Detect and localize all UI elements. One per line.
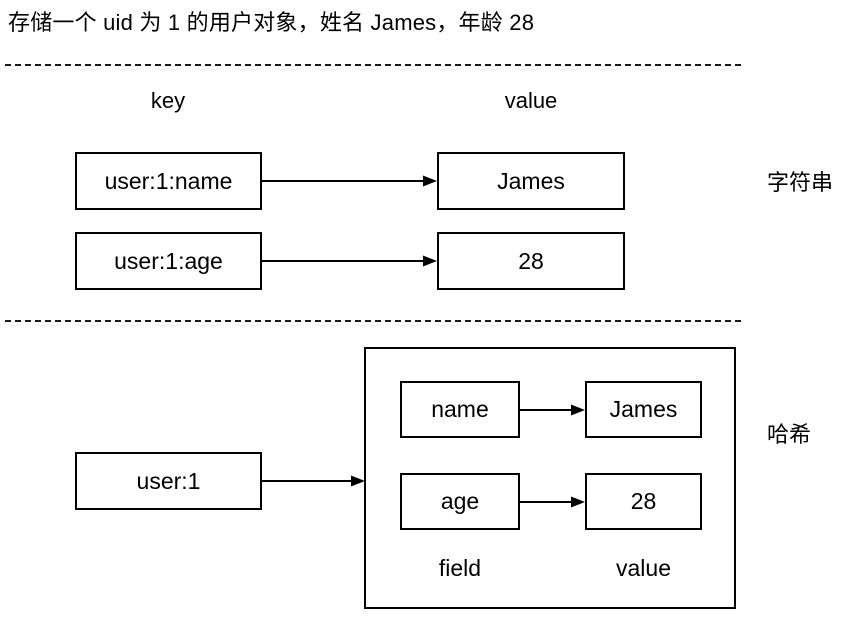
column-header-value: value — [504, 88, 558, 113]
hash-field-box-name[interactable]: name — [400, 381, 520, 438]
inner-header-field: field — [438, 555, 482, 581]
inner-header-value: value — [616, 555, 671, 581]
hash-field-label-name: name — [431, 396, 489, 422]
arrow-hash-age — [520, 496, 585, 508]
section-divider-top — [5, 64, 741, 66]
string-value-box-age[interactable]: 28 — [437, 232, 625, 290]
arrow-hash-key — [262, 475, 365, 487]
section-divider-bottom — [5, 320, 741, 322]
hash-value-box-name[interactable]: James — [585, 381, 702, 438]
hash-key-label: user:1 — [136, 467, 201, 494]
string-key-box-age[interactable]: user:1:age — [75, 232, 262, 290]
hash-value-label-age: 28 — [630, 488, 657, 514]
string-value-box-name[interactable]: James — [437, 152, 625, 210]
string-key-box-name[interactable]: user:1:name — [75, 152, 262, 210]
arrow-string-age — [262, 255, 437, 267]
type-label-string: 字符串 — [767, 170, 834, 195]
type-label-hash: 哈希 — [767, 422, 812, 447]
hash-field-box-age[interactable]: age — [400, 473, 520, 530]
hash-value-label-name: James — [609, 396, 678, 422]
arrow-string-name — [262, 175, 437, 187]
string-key-label-age: user:1:age — [114, 247, 223, 274]
hash-field-label-age: age — [440, 488, 480, 514]
hash-value-box-age[interactable]: 28 — [585, 473, 702, 530]
diagram-title: 存储一个 uid 为 1 的用户对象，姓名 James，年龄 28 — [8, 10, 535, 35]
arrow-hash-name — [520, 404, 585, 416]
string-value-label-name: James — [497, 167, 565, 194]
hash-key-box[interactable]: user:1 — [75, 452, 262, 510]
string-key-label-name: user:1:name — [104, 167, 233, 194]
column-header-key: key — [150, 88, 186, 113]
string-value-label-age: 28 — [518, 247, 544, 274]
